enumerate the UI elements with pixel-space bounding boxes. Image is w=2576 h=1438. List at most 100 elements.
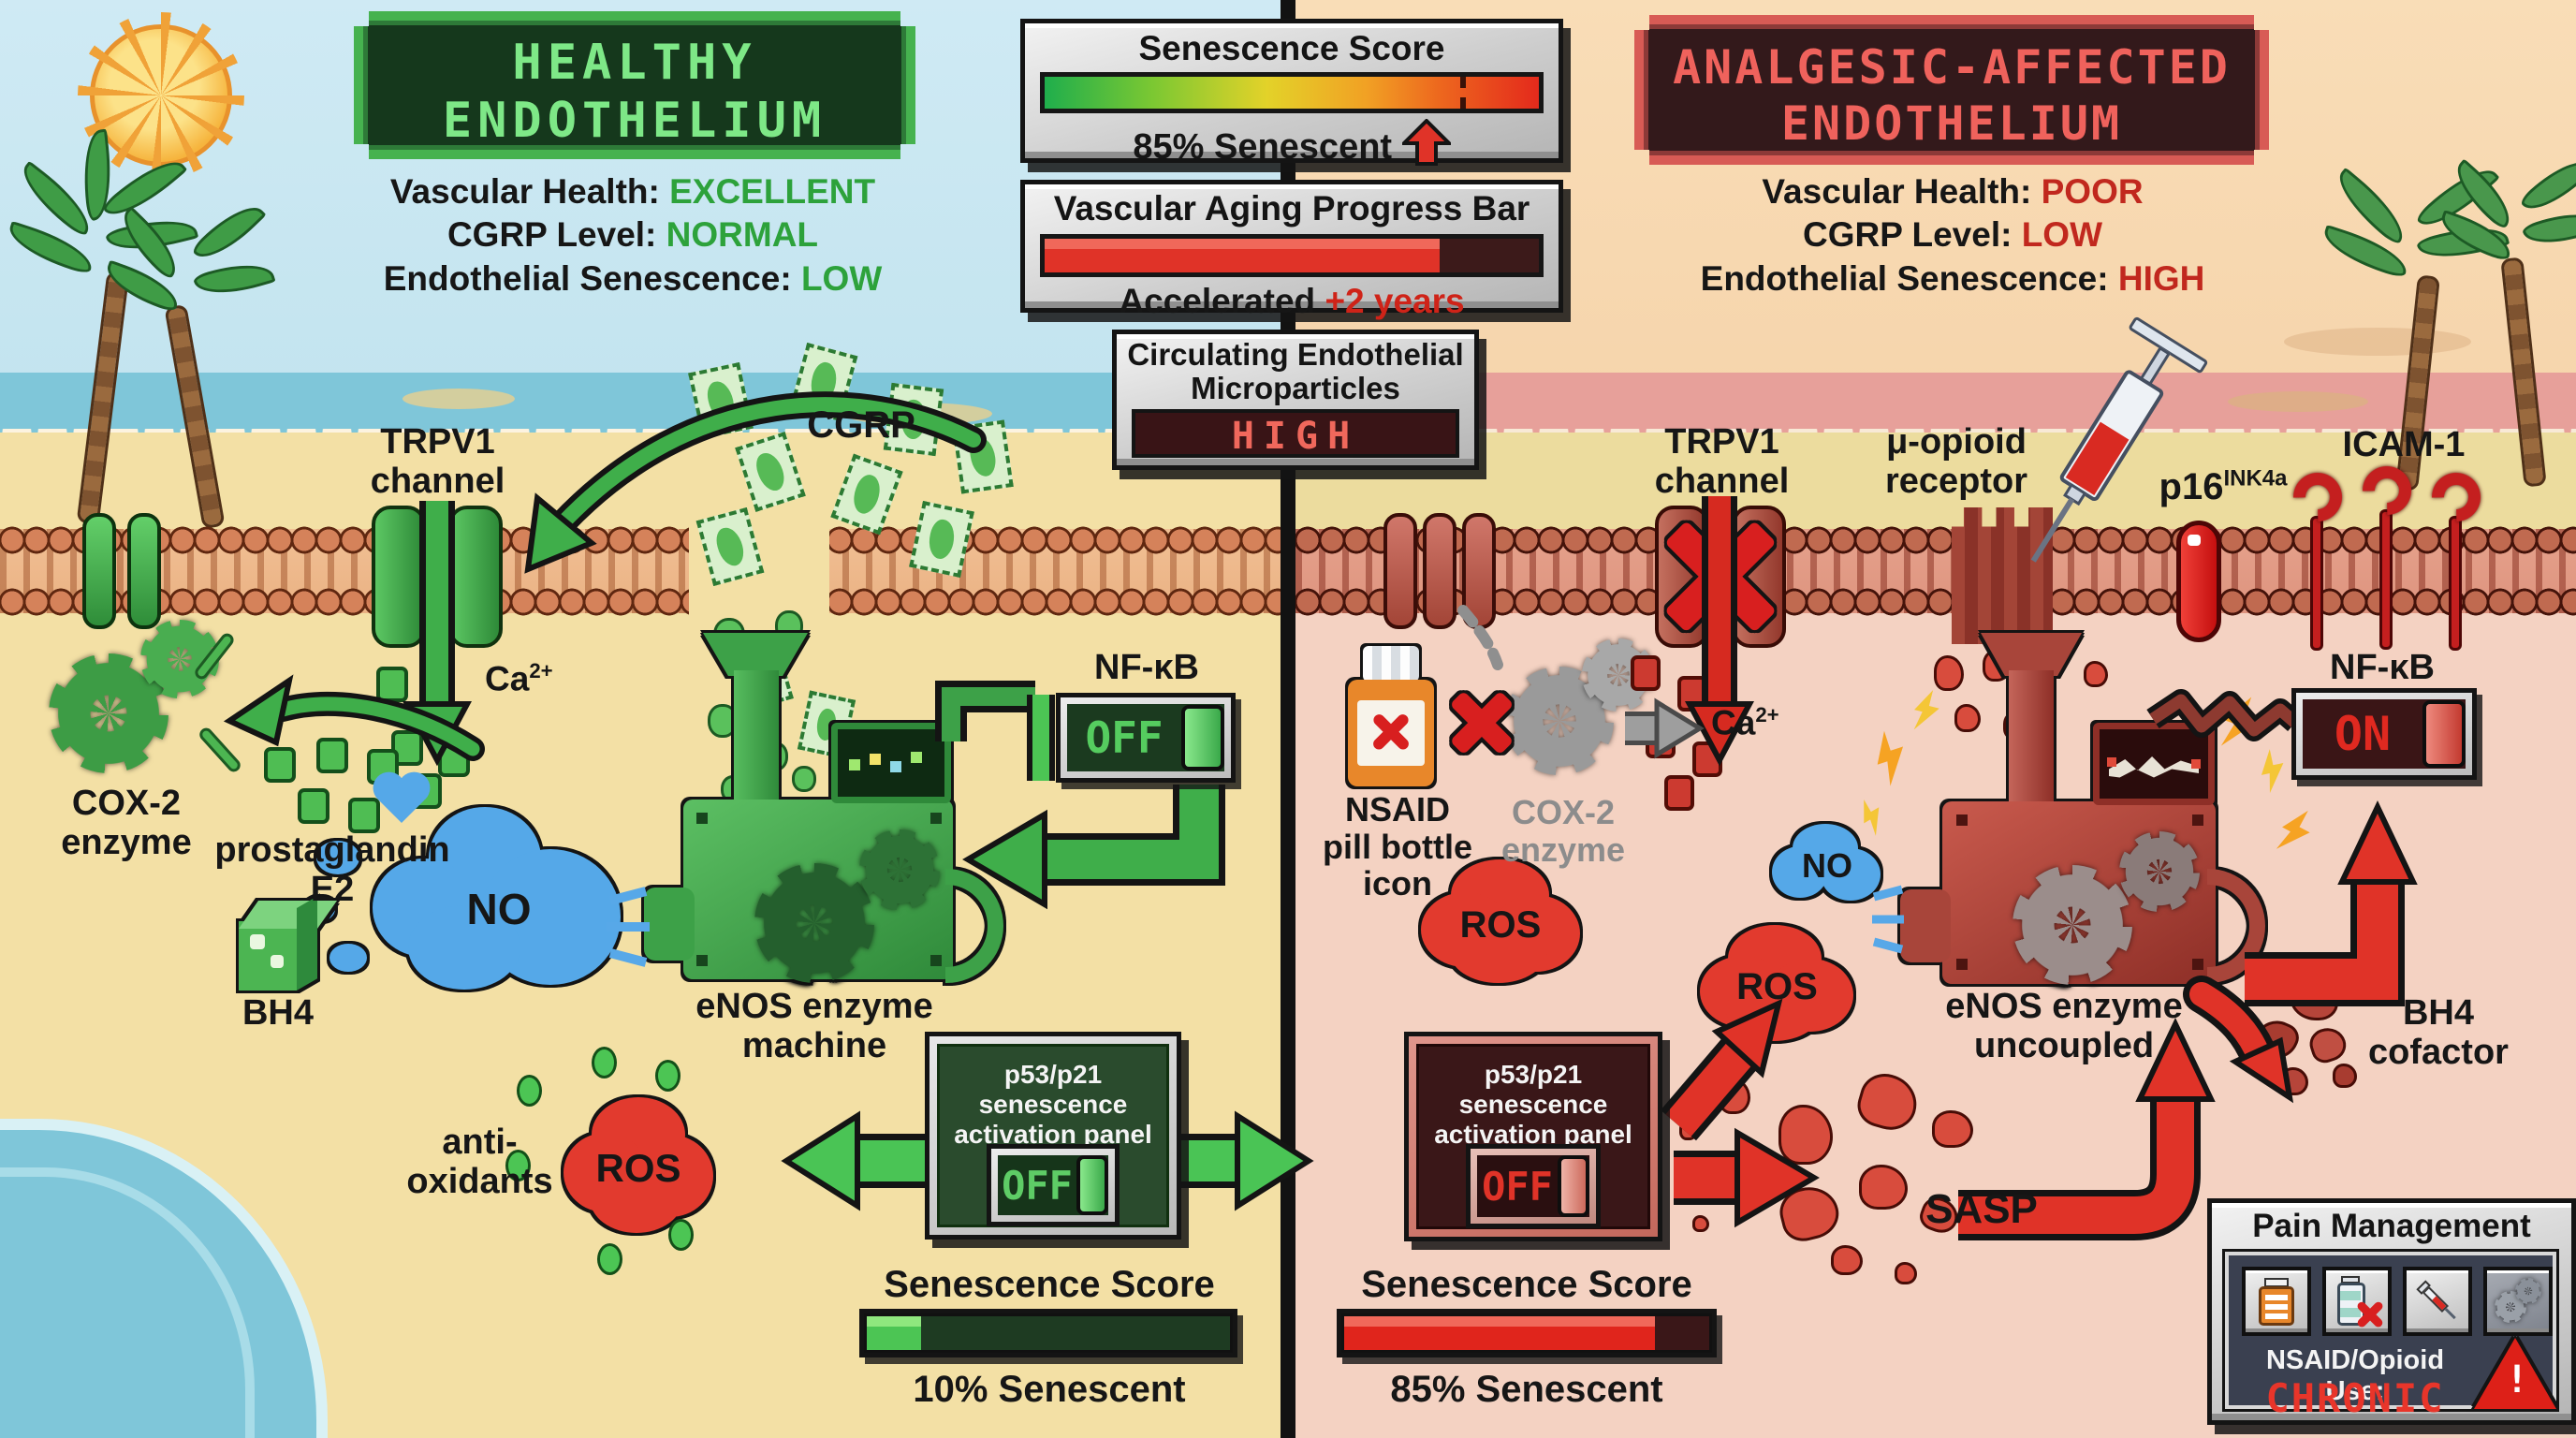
calcium-label-right: Ca2+ xyxy=(1711,703,1779,742)
senescence-score-gauge: Senescence Score 85% Senescent xyxy=(1020,19,1563,167)
cell-membrane-right xyxy=(1295,525,2576,617)
ros-label-right: ROS xyxy=(1736,966,1818,1007)
no-cloud-left: NO xyxy=(373,807,625,990)
nfkb-switch-right[interactable]: ON xyxy=(2291,688,2477,780)
blocked-x-icon xyxy=(1657,517,1784,637)
blocked-bottle-button[interactable] xyxy=(2322,1267,2392,1336)
sasp-particle xyxy=(1679,1120,1698,1140)
no-cloud-right: NO xyxy=(1772,824,1882,904)
aging-progress-bar xyxy=(1040,234,1544,277)
healthy-title-line1: HEALTHY xyxy=(512,35,757,91)
stat-line: CGRP Level: NORMAL xyxy=(446,215,819,255)
bh4-cube-icon xyxy=(239,896,338,990)
icam1-receptor-icon xyxy=(2422,462,2491,651)
p16-capsule-icon xyxy=(2176,521,2221,642)
usage-label: NSAID/Opioid Use: xyxy=(2265,1345,2445,1406)
prostaglandin-molecule xyxy=(316,738,348,773)
switch-knob[interactable] xyxy=(1076,1155,1108,1215)
no-puff xyxy=(316,841,359,874)
machine-spout xyxy=(644,888,695,961)
ros-cloud-right2: ROS xyxy=(1700,925,1854,1045)
gear-button-disabled[interactable] xyxy=(2483,1267,2553,1336)
nfkb-label-left: NF-κB xyxy=(1094,648,1199,687)
ion-channel-icon xyxy=(1423,513,1456,629)
sasp-label: SASP xyxy=(1925,1186,2038,1232)
cgrp-fragment xyxy=(792,766,816,792)
icam1-label: ICAM-1 xyxy=(2342,425,2466,464)
machine-handle xyxy=(2207,869,2265,983)
pain-panel-body: NSAID/Opioid Use: CHRONIC xyxy=(2225,1252,2556,1421)
syringe-button[interactable] xyxy=(2403,1267,2472,1336)
icam1-receptor-icon xyxy=(2283,462,2352,651)
nfkb-state-right: ON xyxy=(2334,707,2392,761)
machine-display-cracked xyxy=(2093,723,2215,805)
switch-knob[interactable] xyxy=(1558,1155,1589,1217)
stat-line: Vascular Health: EXCELLENT xyxy=(389,172,876,211)
calcium-ion xyxy=(438,741,470,777)
gauge-marker xyxy=(1459,77,1466,109)
ion-channel-icon xyxy=(1462,513,1496,629)
machine-gear-icon xyxy=(2012,865,2132,985)
prostaglandin-molecule xyxy=(348,798,380,833)
calcium-ion-red xyxy=(1631,655,1661,691)
cell-membrane-left xyxy=(0,525,1281,617)
machine-gear-icon xyxy=(754,863,874,983)
p53-switch-right[interactable]: OFF xyxy=(1466,1144,1601,1228)
sasp-particle xyxy=(1692,1215,1709,1232)
sasp-particle xyxy=(1719,1078,1750,1114)
no-label-right: NO xyxy=(1802,846,1852,885)
pain-panel-title: Pain Management xyxy=(2252,1208,2531,1244)
score-fill-left xyxy=(867,1316,922,1350)
stat-line: CGRP Level: LOW xyxy=(1802,215,2103,255)
sand-shadow xyxy=(2284,328,2471,356)
pill-bottle-button[interactable] xyxy=(2242,1267,2311,1336)
affected-stats: Vascular Health: POOR CGRP Level: LOW En… xyxy=(1610,170,2295,301)
blocked-x-icon xyxy=(1446,685,1517,760)
switch-knob[interactable] xyxy=(2422,700,2466,768)
usage-value: CHRONIC xyxy=(2265,1375,2445,1421)
cgrp-fragment xyxy=(708,704,738,738)
antioxidant-dot xyxy=(592,1047,617,1078)
sasp-particle xyxy=(1895,1262,1917,1284)
switch-knob[interactable] xyxy=(1181,705,1224,770)
nsaid-pill-bottle-icon xyxy=(1348,646,1434,786)
affected-title-line1: ANALGESIC-AFFECTED xyxy=(1673,40,2231,95)
calcium-ion-red xyxy=(1677,676,1707,712)
stat-line: Endothelial Senescence: HIGH xyxy=(1700,258,2205,298)
microparticles-panel: Circulating Endothelial Microparticles H… xyxy=(1112,330,1479,470)
gauge-value: 85% Senescent xyxy=(1025,118,1559,168)
up-arrow-icon xyxy=(1398,118,1454,166)
sasp-particle xyxy=(1831,1245,1863,1275)
senescence-gradient-bar xyxy=(1040,72,1544,113)
ion-channel-icon xyxy=(82,513,116,629)
nfkb-switch-left[interactable]: OFF xyxy=(1056,693,1236,783)
machine-handle xyxy=(945,869,1003,983)
stat-line: Endothelial Senescence: LOW xyxy=(383,258,883,298)
aging-progress-fill xyxy=(1045,239,1441,272)
sun-icon xyxy=(78,12,244,179)
sasp-particle xyxy=(1726,1161,1754,1187)
machine-gear-icon xyxy=(859,829,940,910)
p53-switch-left[interactable]: OFF xyxy=(987,1144,1120,1226)
pain-management-panel: Pain Management xyxy=(2207,1198,2576,1425)
calcium-ion xyxy=(423,689,455,725)
antioxidant-dot xyxy=(668,1219,694,1251)
stat-line: Vascular Health: POOR xyxy=(1762,172,2144,211)
ros-label-right: ROS xyxy=(1459,904,1542,946)
prostaglandin-molecule xyxy=(264,747,296,783)
calcium-ion-red xyxy=(1664,775,1694,811)
cgrp-label: CGRP xyxy=(807,404,915,446)
bh4-fragment xyxy=(2333,1064,2357,1088)
fragment xyxy=(1954,704,1981,732)
ion-channel-icon xyxy=(127,513,161,629)
